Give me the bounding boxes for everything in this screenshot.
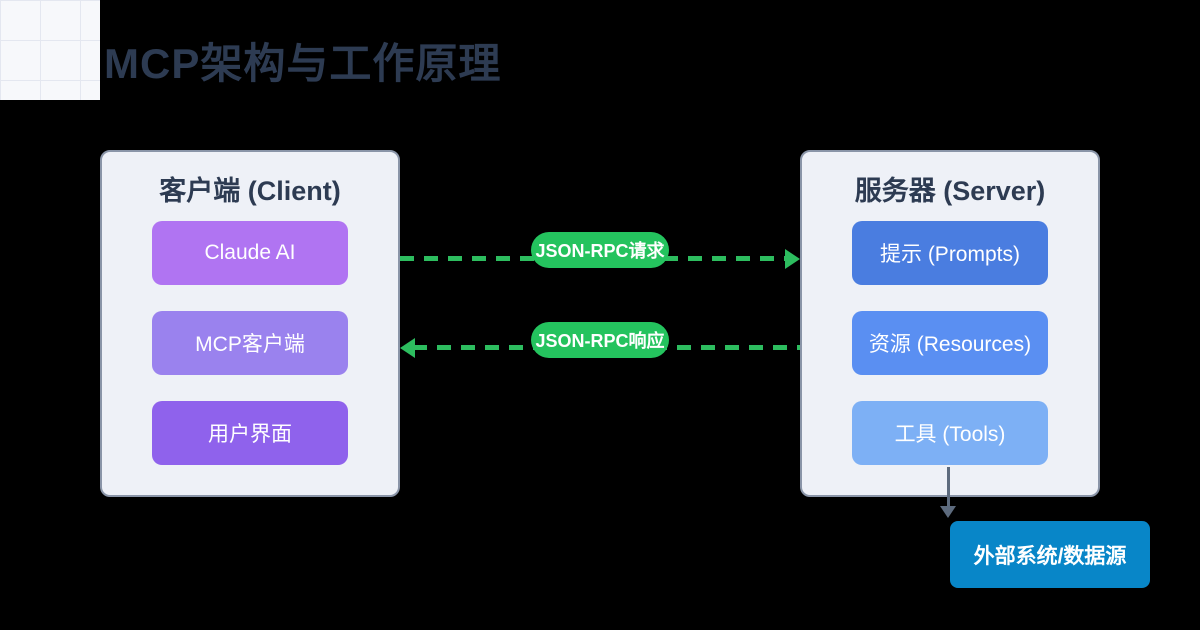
server-panel-title: 服务器 (Server): [854, 176, 1046, 206]
server-panel: 服务器 (Server) 提示 (Prompts) 资源 (Resources)…: [800, 150, 1100, 497]
arrow-left-icon: [400, 338, 415, 358]
server-node-prompts: 提示 (Prompts): [852, 221, 1048, 285]
server-node-resources: 资源 (Resources): [852, 311, 1048, 375]
tools-to-external-line: [947, 467, 950, 508]
response-label-pill: JSON-RPC响应: [531, 322, 669, 358]
arrow-right-icon: [785, 249, 800, 269]
client-node-mcp-client: MCP客户端: [152, 311, 348, 375]
client-node-claude-ai: Claude AI: [152, 221, 348, 285]
request-label-pill: JSON-RPC请求: [531, 232, 669, 268]
client-panel-title: 客户端 (Client): [159, 176, 341, 206]
client-panel: 客户端 (Client) Claude AI MCP客户端 用户界面: [100, 150, 400, 497]
external-system-box: 外部系统/数据源: [950, 521, 1150, 588]
arrow-down-icon: [940, 506, 956, 518]
server-node-tools: 工具 (Tools): [852, 401, 1048, 465]
client-node-user-interface: 用户界面: [152, 401, 348, 465]
page-title: MCP架构与工作原理: [104, 40, 502, 87]
grid-decoration: [0, 0, 100, 100]
